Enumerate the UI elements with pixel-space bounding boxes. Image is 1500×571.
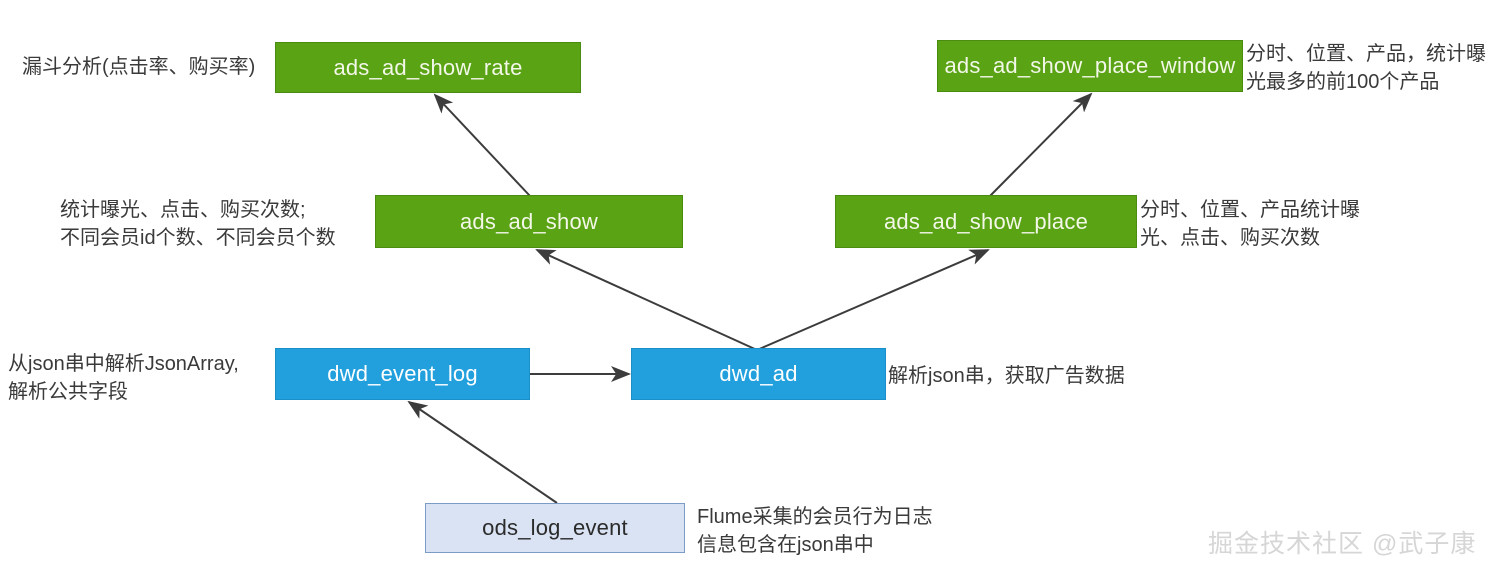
note-dwd-ad: 解析json串，获取广告数据: [888, 365, 1125, 387]
node-label: dwd_event_log: [327, 361, 478, 386]
node-label: ads_ad_show: [460, 208, 598, 234]
note-event-log: 从json串中解析JsonArray, 解析公共字段: [8, 353, 239, 404]
edge-ad-to-show: [535, 249, 758, 351]
node-ads_ad_show_place[interactable]: ads_ad_show_place: [835, 195, 1137, 248]
note-place: 分时、位置、产品统计曝 光、点击、购买次数: [1140, 199, 1360, 250]
node-ads_ad_show_rate[interactable]: ads_ad_show_rate: [275, 42, 581, 93]
node-label: ads_ad_show_place: [884, 208, 1088, 234]
edge-ad-to-place: [756, 249, 990, 351]
edge-show-to-rate: [433, 93, 531, 197]
node-ads_ad_show_place_window[interactable]: ads_ad_show_place_window: [937, 40, 1243, 92]
note-ods: Flume采集的会员行为日志 信息包含在json串中: [697, 506, 933, 557]
note-place-window: 分时、位置、产品，统计曝 光最多的前100个产品: [1246, 43, 1486, 94]
node-dwd_event_log[interactable]: dwd_event_log: [275, 348, 530, 400]
edge-layer: [407, 92, 1093, 504]
node-label: dwd_ad: [719, 361, 798, 386]
node-dwd_ad[interactable]: dwd_ad: [631, 348, 886, 400]
node-ods_log_event[interactable]: ods_log_event: [425, 503, 685, 553]
edge-place-to-place-window: [989, 92, 1093, 197]
note-show-rate: 漏斗分析(点击率、购买率): [22, 56, 256, 78]
note-show: 统计曝光、点击、购买次数; 不同会员id个数、不同会员个数: [60, 199, 336, 250]
watermark: 掘金技术社区 @武子康: [1208, 530, 1477, 558]
edge-ods-to-event-log: [407, 400, 558, 504]
node-ads_ad_show[interactable]: ads_ad_show: [375, 195, 683, 248]
node-label: ods_log_event: [482, 515, 628, 540]
node-label: ads_ad_show_rate: [333, 54, 523, 80]
node-label: ads_ad_show_place_window: [944, 53, 1236, 78]
